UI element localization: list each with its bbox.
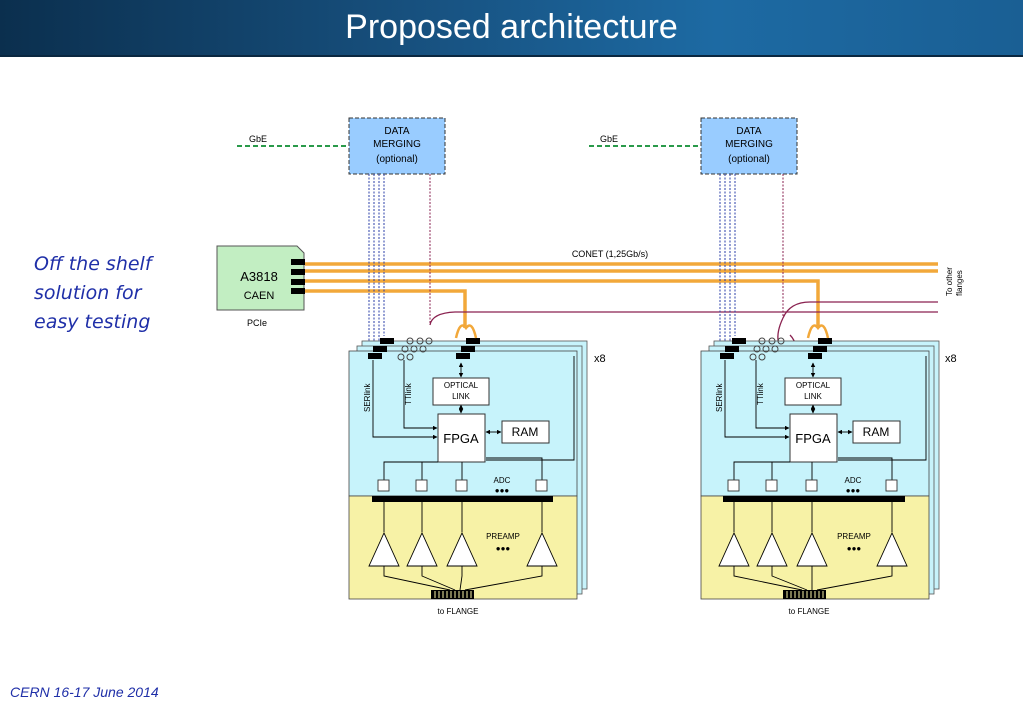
ram-label: RAM bbox=[863, 425, 890, 439]
merging-line-1: DATA bbox=[384, 126, 410, 137]
side-note: Off the shelf solution for easy testing bbox=[34, 250, 204, 337]
optical-line-1: OPTICAL bbox=[444, 381, 479, 390]
conet-lines bbox=[305, 262, 938, 328]
adc-dots: ●●● bbox=[495, 486, 510, 495]
note-line-2: solution for bbox=[34, 282, 142, 304]
ram-box bbox=[501, 420, 550, 444]
ttlink-label: TTlink bbox=[404, 382, 413, 405]
multiplicity-label: x8 bbox=[594, 353, 606, 365]
fpga-box bbox=[437, 413, 486, 463]
ram-box bbox=[852, 420, 901, 444]
note-line-1: Off the shelf bbox=[34, 253, 152, 275]
flange-label: to FLANGE bbox=[438, 607, 479, 616]
controller-card: A3818 CAEN PCIe bbox=[216, 245, 305, 328]
adc-dots: ●●● bbox=[846, 486, 861, 495]
fpga-box bbox=[789, 413, 838, 463]
gbe-label: GbE bbox=[249, 134, 267, 144]
footer-text: CERN 16-17 June 2014 bbox=[10, 684, 159, 700]
title-bar: Proposed architecture bbox=[0, 0, 1023, 57]
serlink-label: SERlink bbox=[715, 383, 724, 412]
slide-title: Proposed architecture bbox=[345, 8, 678, 46]
merging-line-3: (optional) bbox=[376, 154, 418, 165]
controller-name: A3818 bbox=[240, 269, 278, 284]
fpga-label: FPGA bbox=[443, 431, 479, 446]
merging-box bbox=[348, 117, 446, 175]
to-other-label-2: flanges bbox=[955, 270, 964, 296]
ttlink-label: TTlink bbox=[756, 382, 765, 405]
merging-line-2: MERGING bbox=[725, 139, 773, 150]
note-line-3: easy testing bbox=[34, 311, 151, 333]
controller-bus: PCIe bbox=[247, 318, 267, 328]
to-other-label-1: To other bbox=[945, 267, 954, 296]
assembly-right: GbE DATA MERGING (optional) x8 bbox=[589, 117, 957, 616]
merging-box bbox=[700, 117, 798, 175]
merging-line-2: MERGING bbox=[373, 139, 421, 150]
gbe-label: GbE bbox=[600, 134, 618, 144]
adc-label: ADC bbox=[845, 476, 862, 485]
preamp-label: PREAMP bbox=[837, 532, 871, 541]
controller-vendor: CAEN bbox=[244, 290, 275, 302]
optical-line-2: LINK bbox=[452, 392, 470, 401]
optical-link-box bbox=[784, 377, 842, 406]
merging-line-1: DATA bbox=[736, 126, 762, 137]
assembly-left: GbE DATA MERGING (optional) x8 SERli bbox=[237, 117, 606, 616]
multiplicity-label: x8 bbox=[945, 353, 957, 365]
ttlink-bus bbox=[429, 301, 938, 326]
preamp-dots: ●●● bbox=[496, 544, 511, 553]
merging-line-3: (optional) bbox=[728, 154, 770, 165]
preamp-label: PREAMP bbox=[486, 532, 520, 541]
fpga-label: FPGA bbox=[795, 431, 831, 446]
optical-link-box bbox=[432, 377, 490, 406]
preamp-dots: ●●● bbox=[847, 544, 862, 553]
flange-label: to FLANGE bbox=[789, 607, 830, 616]
adc-label: ADC bbox=[494, 476, 511, 485]
conet-label: CONET (1,25Gb/s) bbox=[572, 249, 648, 259]
optical-line-1: OPTICAL bbox=[796, 381, 831, 390]
optical-line-2: LINK bbox=[804, 392, 822, 401]
serlink-label: SERlink bbox=[363, 383, 372, 412]
ram-label: RAM bbox=[512, 425, 539, 439]
